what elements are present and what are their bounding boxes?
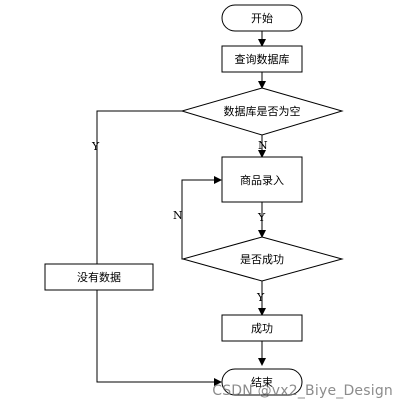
query-label: 查询数据库 <box>235 52 290 66</box>
start-terminal <box>221 4 303 32</box>
entry-label: 商品录入 <box>240 173 284 187</box>
start-label: 开始 <box>251 11 273 25</box>
check-success-label: 是否成功 <box>240 253 284 266</box>
end-terminal <box>221 368 303 396</box>
edge-label-empty-yes: Y <box>91 140 100 153</box>
watermark: CSDN @vx2_Biye_Design <box>212 383 393 399</box>
edge-label-success-yes: Y <box>256 291 265 304</box>
edge-label-empty-no: N <box>258 139 268 152</box>
no-data-label: 没有数据 <box>77 270 121 284</box>
edge-check-empty-yes <box>96 110 182 264</box>
edge-label-success-no: N <box>173 209 183 222</box>
check-success-decision <box>181 236 344 282</box>
check-empty-decision <box>180 87 344 136</box>
edge-no-data-to-end <box>96 290 222 386</box>
no-data-process <box>44 263 154 291</box>
query-process <box>221 45 303 73</box>
edge-check-success-no-loop <box>181 176 222 260</box>
success-label: 成功 <box>251 322 273 335</box>
success-process <box>221 314 303 342</box>
entry-process <box>221 156 303 203</box>
edge-label-entry-yes: Y <box>257 211 266 224</box>
check-empty-label: 数据库是否为空 <box>224 104 301 118</box>
end-label: 结束 <box>251 376 273 389</box>
